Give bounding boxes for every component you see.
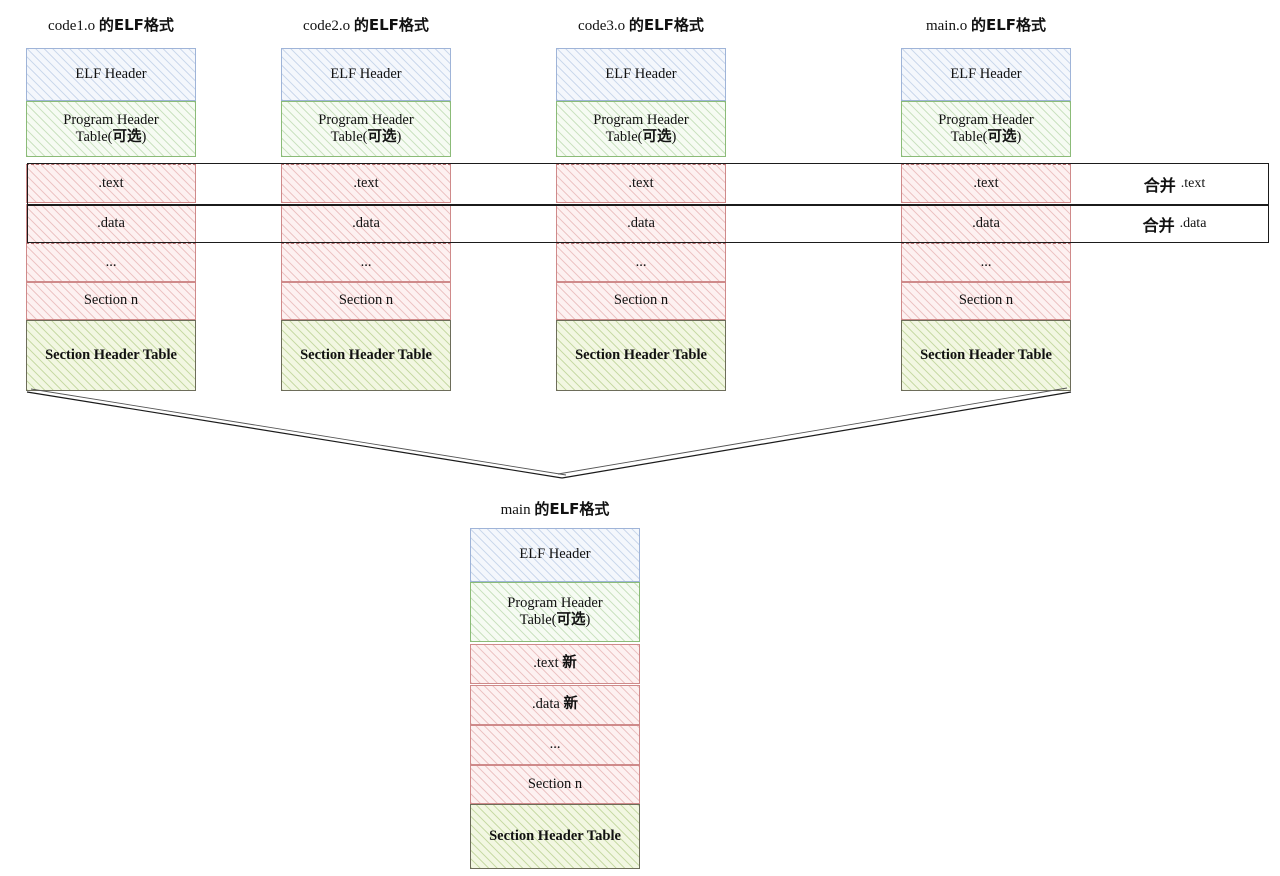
section-program-header-table: Program Header Table(可选) <box>901 101 1071 157</box>
column-title-code1: code1.o 的ELF格式 <box>26 14 196 35</box>
column-title-suffix: 的ELF格式 <box>970 16 1047 34</box>
column-title-suffix: 的ELF格式 <box>628 16 704 34</box>
output-column-main: main 的ELF格式 ELF Header Program Header Ta… <box>470 498 640 873</box>
section-n: Section n <box>901 282 1071 320</box>
merge-label-text-word: 合并 <box>1143 176 1176 195</box>
section-ellipsis: ... <box>470 725 640 765</box>
section-text: .text <box>281 164 451 203</box>
column-title-suffix: 的ELF格式 <box>98 16 174 34</box>
section-program-header-table: Program Header Table(可选) <box>281 101 451 157</box>
column-title-prefix: main.o <box>925 18 968 34</box>
section-elf-header: ELF Header <box>901 48 1071 101</box>
object-column-maino: main.o 的ELF格式 ELF Header Program Header … <box>901 14 1071 391</box>
section-header-table: Section Header Table <box>26 320 196 391</box>
column-title-maino: main.o 的ELF格式 <box>901 14 1071 35</box>
column-title-main: main 的ELF格式 <box>470 498 640 519</box>
column-title-prefix: code2.o <box>303 18 351 34</box>
section-header-table: Section Header Table <box>470 804 640 869</box>
section-header-table: Section Header Table <box>281 320 451 391</box>
object-column-code1: code1.o 的ELF格式 ELF Header Program Header… <box>26 14 196 391</box>
section-header-table: Section Header Table <box>901 320 1071 391</box>
section-ellipsis: ... <box>26 243 196 282</box>
section-n: Section n <box>556 282 726 320</box>
object-column-code2: code2.o 的ELF格式 ELF Header Program Header… <box>281 14 451 391</box>
column-title-suffix: 的ELF格式 <box>534 500 610 518</box>
section-elf-header: ELF Header <box>26 48 196 101</box>
column-title-prefix: code1.o <box>48 18 96 34</box>
column-title-code3: code3.o 的ELF格式 <box>556 14 726 35</box>
merge-label-data: 合并 .data <box>1080 205 1269 243</box>
section-program-header-table: Program Header Table(可选) <box>556 101 726 157</box>
merge-row-text <box>27 163 1269 205</box>
section-program-header-table: Program Header Table(可选) <box>470 582 640 642</box>
merge-label-text-section: .text <box>1180 176 1206 191</box>
section-elf-header: ELF Header <box>470 528 640 582</box>
section-ellipsis: ... <box>901 243 1071 282</box>
section-n: Section n <box>281 282 451 320</box>
section-n: Section n <box>470 765 640 804</box>
section-elf-header: ELF Header <box>556 48 726 101</box>
section-data-new: .data 新 <box>470 685 640 725</box>
column-title-suffix: 的ELF格式 <box>353 16 429 34</box>
section-elf-header: ELF Header <box>281 48 451 101</box>
section-text-new: .text 新 <box>470 644 640 684</box>
section-text: .text <box>901 164 1071 203</box>
section-header-table: Section Header Table <box>556 320 726 391</box>
section-ellipsis: ... <box>556 243 726 282</box>
merge-label-text: 合并 .text <box>1080 163 1269 205</box>
column-title-code2: code2.o 的ELF格式 <box>281 14 451 35</box>
column-title-prefix: main <box>500 502 531 518</box>
merge-label-data-section: .data <box>1179 216 1207 231</box>
section-text: .text <box>556 164 726 203</box>
merge-row-data <box>27 205 1269 243</box>
merge-label-data-word: 合并 <box>1142 216 1175 235</box>
object-column-code3: code3.o 的ELF格式 ELF Header Program Header… <box>556 14 726 391</box>
section-program-header-table: Program Header Table(可选) <box>26 101 196 157</box>
section-n: Section n <box>26 282 196 320</box>
section-ellipsis: ... <box>281 243 451 282</box>
column-title-prefix: code3.o <box>578 18 626 34</box>
section-text: .text <box>26 164 196 203</box>
